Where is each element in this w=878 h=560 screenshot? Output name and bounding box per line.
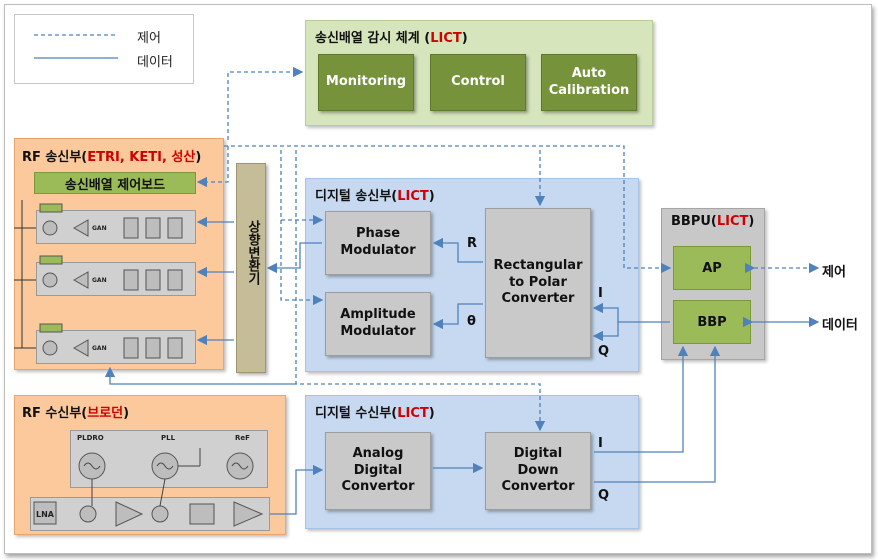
control-button[interactable]: Control <box>430 54 526 111</box>
legend-data-label: 데이터 <box>137 55 173 70</box>
bbpu-title: BBPU(LICT) <box>671 214 755 229</box>
tx-array-control-board[interactable]: 송신배열 제어보드 <box>34 172 196 194</box>
pll-label: PLL <box>161 434 176 442</box>
svg-text:GAN: GAN <box>92 225 107 232</box>
rx-i-label: I <box>598 436 603 451</box>
monitor-panel-title: 송신배열 감시 체계 (LICT) <box>315 31 468 46</box>
upconverter-block <box>236 163 266 373</box>
ref-label: ReF <box>235 434 250 442</box>
digital-down-convertor: Digital Down Convertor <box>485 432 591 510</box>
r-label: R <box>467 236 478 251</box>
svg-text:GAN: GAN <box>92 277 107 284</box>
ap-block: AP <box>673 246 751 290</box>
rx-chain <box>30 497 270 531</box>
analog-digital-convertor: Analog Digital Convertor <box>325 432 431 510</box>
phase-modulator: Phase Modulator <box>325 211 431 275</box>
rf-rx-title: RF 수신부(브로던) <box>22 406 130 421</box>
rf-tx-title: RF 송신부(ETRI, KETI, 성산) <box>22 150 202 165</box>
svg-text:LNA: LNA <box>36 510 55 519</box>
data-output-label: 데이터 <box>822 318 858 333</box>
upconverter-label: 상향변환기 <box>245 220 260 285</box>
auto-calibration-button[interactable]: Auto Calibration <box>541 54 637 111</box>
legend-control-label: 제어 <box>137 31 161 46</box>
digital-tx-title: 디지털 송신부(LICT) <box>315 189 435 204</box>
bbp-block: BBP <box>673 300 751 344</box>
amplitude-modulator: Amplitude Modulator <box>325 292 431 356</box>
tx-q-label: Q <box>598 344 610 359</box>
svg-text:GAN: GAN <box>92 345 107 352</box>
rect-to-polar-converter: Rectangular to Polar Converter <box>485 208 591 358</box>
rx-q-label: Q <box>598 488 610 503</box>
legend <box>14 14 194 84</box>
pldro-label: PLDRO <box>77 434 104 442</box>
digital-rx-title: 디지털 수신부(LICT) <box>315 406 435 421</box>
theta-label: θ <box>467 314 476 329</box>
monitoring-button[interactable]: Monitoring <box>318 54 414 111</box>
control-output-label: 제어 <box>822 265 846 280</box>
tx-i-label: I <box>598 286 603 301</box>
